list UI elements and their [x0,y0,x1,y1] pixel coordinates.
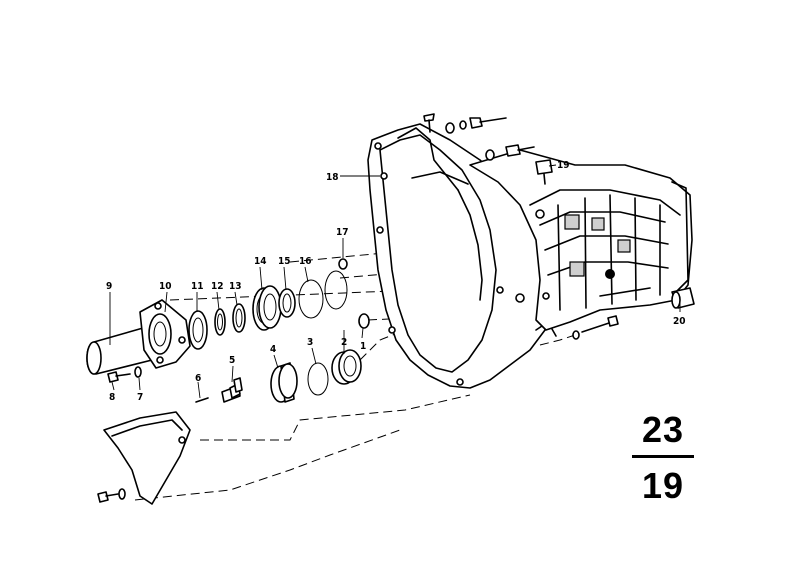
plug-4 [270,362,298,403]
label-2: 2 [341,337,347,348]
nut-1 [358,313,370,329]
label-4: 4 [270,344,276,355]
gearbox-housing [469,149,693,331]
label-1: 1 [360,341,366,352]
circlip-17 [324,258,348,310]
label-8: 8 [109,392,115,403]
seal-ring-11 [188,310,208,350]
label-13: 13 [229,281,242,292]
label-5: 5 [229,355,235,366]
part-labels: 1 2 3 4 5 6 7 8 9 10 11 12 13 14 15 16 1… [106,160,686,403]
label-20: 20 [673,316,686,327]
bearing-2 [331,349,362,385]
ring-12 [214,308,226,336]
label-14: 14 [254,256,267,267]
ring-3 [307,362,329,396]
label-9: 9 [106,281,112,292]
label-11: 11 [191,281,204,292]
page-ref-sheet: 19 [641,465,685,506]
label-19: 19 [557,160,570,171]
label-17: 17 [336,227,349,238]
drain-plug [671,287,695,309]
label-12: 12 [211,281,224,292]
cover-bolt [97,488,126,503]
ring-15 [278,288,296,318]
bearing-14 [252,285,282,331]
page-ref-divider [632,455,694,458]
leader-lines [109,164,681,399]
ring-13 [232,303,246,333]
bolt-8 [107,371,131,383]
label-10: 10 [159,281,172,292]
pin-5 [221,377,243,403]
label-3: 3 [307,337,313,348]
bottom-bolt [572,315,619,340]
washer-7 [134,366,142,378]
label-18: 18 [326,172,339,183]
label-16: 16 [299,256,312,267]
breather-cap [535,159,553,185]
ring-16 [298,279,324,319]
page-ref-group: 23 [641,409,685,450]
label-7: 7 [137,392,143,403]
page-reference: 23 19 [628,410,698,506]
bell-housing [367,123,557,389]
label-15: 15 [278,256,291,267]
label-6: 6 [195,373,201,384]
cover-plate [103,411,191,505]
guide-sleeve [86,299,191,375]
top-fasteners [423,113,535,161]
pin-6 [195,397,209,403]
